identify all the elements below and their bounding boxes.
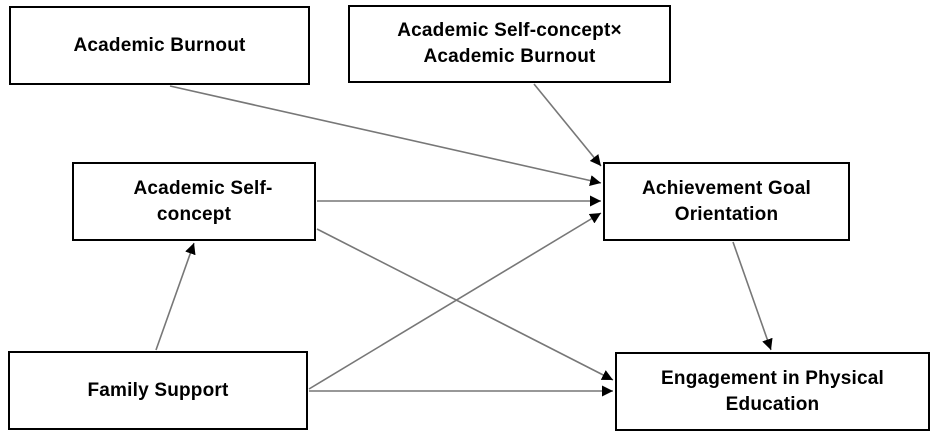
node-academic-burnout: Academic Burnout bbox=[9, 6, 310, 85]
edge-family-to-goal bbox=[308, 212, 602, 390]
node-achievement-goal-orientation-label-line1: Achievement Goal bbox=[642, 177, 811, 199]
node-achievement-goal-orientation-label-line2: Orientation bbox=[674, 203, 779, 225]
node-engagement-label-line1: Engagement in Physical bbox=[661, 367, 884, 389]
node-achievement-goal-orientation: Achievement Goal Orientation bbox=[603, 162, 850, 241]
node-academic-burnout-label: Academic Burnout bbox=[73, 34, 246, 56]
edge-goal-to-engagement bbox=[732, 241, 773, 351]
node-family-support-label: Family Support bbox=[87, 379, 229, 401]
node-academic-self-concept: Academic Self- concept bbox=[72, 162, 316, 241]
edge-family-to-selfconcept bbox=[155, 242, 196, 351]
edge-interaction-to-goal bbox=[533, 83, 602, 167]
node-academic-self-concept-label-line2: concept bbox=[156, 203, 232, 225]
node-engagement-in-physical-education: Engagement in Physical Education bbox=[615, 352, 930, 431]
node-interaction-term-label-line1: Academic Self-concept× bbox=[397, 20, 622, 41]
edge-burnout-to-goal bbox=[169, 85, 602, 186]
node-interaction-term: Academic Self-concept× Academic Burnout bbox=[348, 5, 671, 83]
edge-selfconcept-to-engagement bbox=[316, 228, 614, 381]
node-engagement-label-line2: Education bbox=[725, 393, 820, 415]
node-interaction-term-label-line2: Academic Burnout bbox=[423, 46, 596, 67]
node-family-support: Family Support bbox=[8, 351, 308, 430]
node-academic-self-concept-label-line1: Academic Self- bbox=[133, 177, 273, 199]
